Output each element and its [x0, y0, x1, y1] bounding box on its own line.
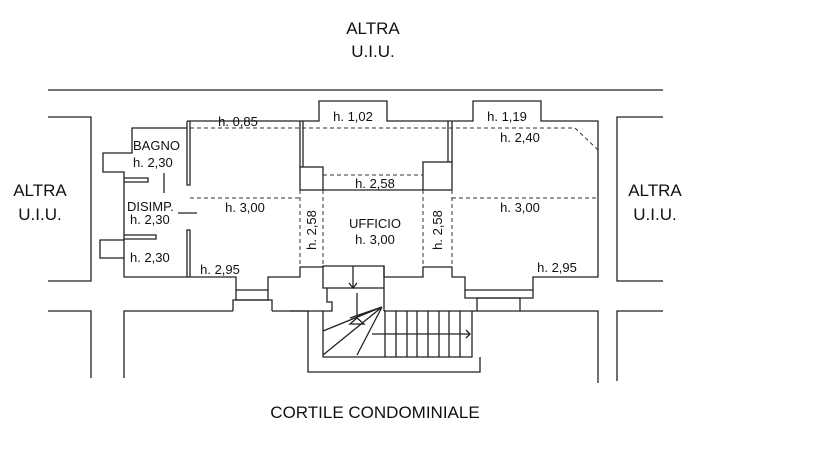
height-right-upper: h. 2,40 — [500, 130, 540, 145]
height-right-top: h. 1,19 — [487, 109, 527, 124]
height-right-mid: h. 3,00 — [500, 200, 540, 215]
height-left-bottom: h. 2,95 — [200, 262, 240, 277]
room-bagno-name: BAGNO — [133, 138, 180, 153]
neighbor-left-label: ALTRA — [13, 181, 67, 200]
courtyard-label: CORTILE CONDOMINIALE — [270, 403, 479, 422]
room-ufficio-height: h. 3,00 — [355, 232, 395, 247]
neighbor-right-label: ALTRA — [628, 181, 682, 200]
room-bagno-height: h. 2,30 — [133, 155, 173, 170]
room-disimp-height: h. 2,30 — [130, 212, 170, 227]
neighbor-right-label-2: U.I.U. — [633, 205, 676, 224]
staircase — [290, 266, 473, 358]
neighbor-top-label-2: U.I.U. — [351, 42, 394, 61]
ceiling-height-lines — [190, 127, 599, 267]
room-disimp-name: DISIMP. — [127, 199, 174, 214]
neighbor-left-label-2: U.I.U. — [18, 205, 61, 224]
height-left-top: h. 0,85 — [218, 114, 258, 129]
height-center-upper: h. 2,58 — [355, 176, 395, 191]
closet-height: h. 2,30 — [130, 250, 170, 265]
height-center-top: h. 1,02 — [333, 109, 373, 124]
height-left-mid: h. 3,00 — [225, 200, 265, 215]
height-left-passage: h. 2,58 — [304, 210, 319, 250]
height-right-bottom: h. 2,95 — [537, 260, 577, 275]
neighbor-top-label: ALTRA — [346, 19, 400, 38]
height-right-passage: h. 2,58 — [430, 210, 445, 250]
room-ufficio-name: UFFICIO — [349, 216, 401, 231]
